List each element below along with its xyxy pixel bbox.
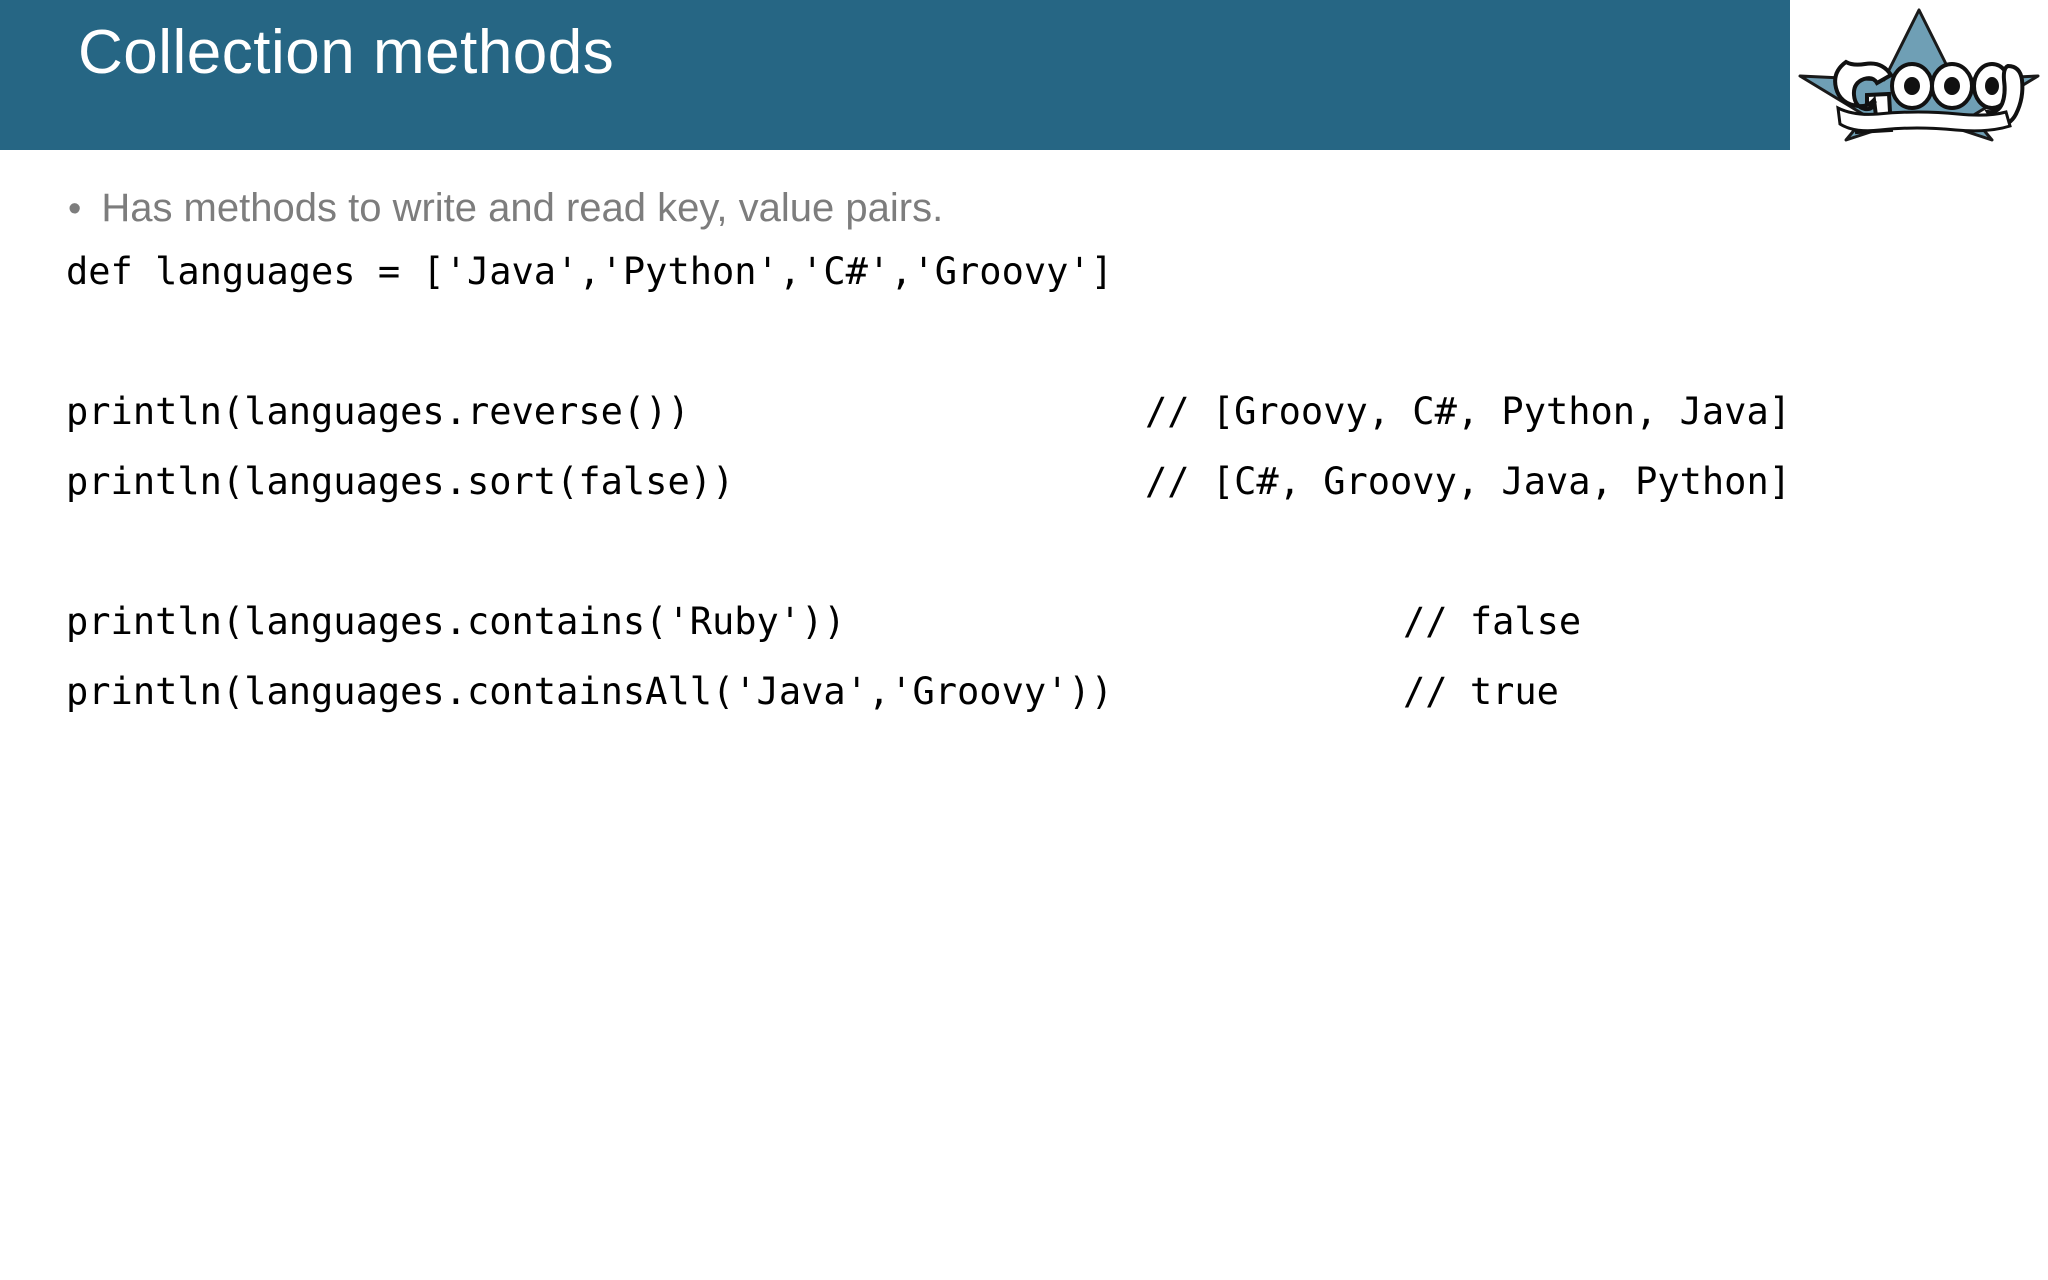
code-line: println(languages.containsAll('Java','Gr…: [66, 670, 2026, 740]
code-comment: // [Groovy, C#, Python, Java]: [1145, 390, 1792, 433]
list-item: • Has methods to write and read key, val…: [68, 188, 943, 228]
code-comment: // true: [1403, 670, 1559, 713]
code-statement: println(languages.sort(false)): [66, 460, 735, 503]
code-line: println(languages.reverse()) // [Groovy,…: [66, 390, 2026, 460]
groovy-logo-icon: [1794, 4, 2044, 144]
code-statement: println(languages.containsAll('Java','Gr…: [66, 670, 1113, 713]
slide-content: • Has methods to write and read key, val…: [0, 150, 2048, 1280]
code-comment: // false: [1403, 600, 1582, 643]
code-block: def languages = ['Java','Python','C#','G…: [66, 250, 2026, 740]
code-line: println(languages.contains('Ruby')) // f…: [66, 600, 2026, 670]
logo-panel: [1790, 0, 2048, 150]
bullet-marker-icon: •: [68, 188, 82, 230]
slide-header-bar: Collection methods: [0, 0, 1790, 150]
bullet-text: Has methods to write and read key, value…: [101, 186, 944, 230]
code-statement: println(languages.reverse()): [66, 390, 690, 433]
page-title: Collection methods: [78, 18, 615, 87]
code-line-blank: [66, 320, 2026, 390]
code-line: println(languages.sort(false)) // [C#, G…: [66, 460, 2026, 530]
code-comment: // [C#, Groovy, Java, Python]: [1145, 460, 1792, 503]
code-statement: def languages = ['Java','Python','C#','G…: [66, 250, 1113, 293]
code-statement: println(languages.contains('Ruby')): [66, 600, 846, 643]
code-line: def languages = ['Java','Python','C#','G…: [66, 250, 2026, 320]
code-line-blank: [66, 530, 2026, 600]
